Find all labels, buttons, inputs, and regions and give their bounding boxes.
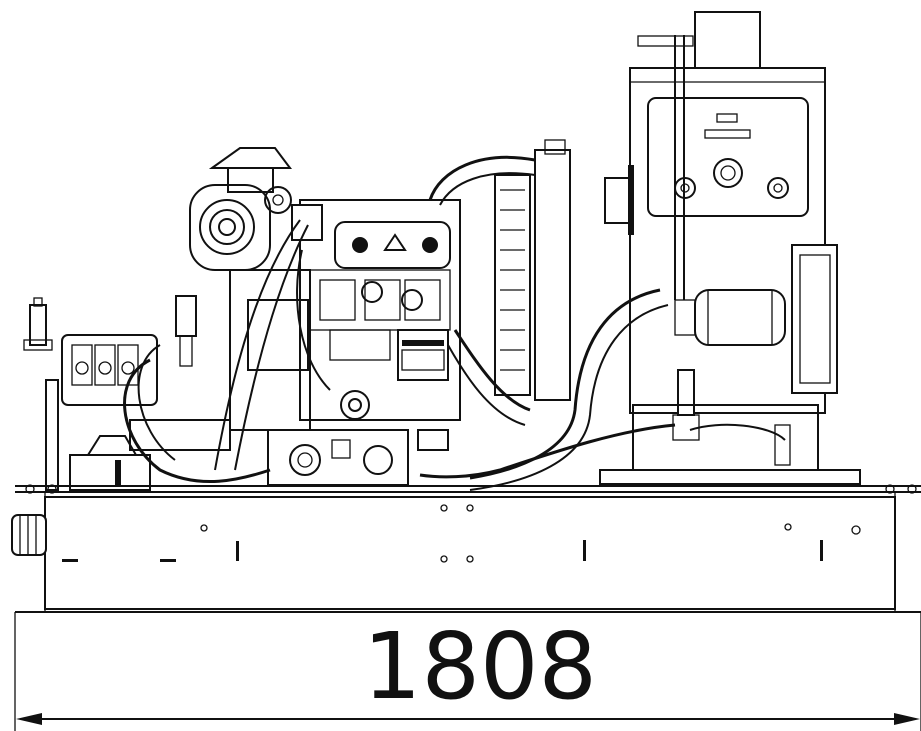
hoses (123, 288, 676, 491)
skid-base (11, 484, 921, 613)
radiator (428, 139, 571, 426)
gauge-block (267, 429, 449, 486)
dimension-line (14, 612, 921, 731)
engine (189, 147, 461, 471)
pump-assembly (23, 295, 231, 491)
dimension-label: 1808 (363, 613, 597, 720)
control-unit (599, 11, 861, 485)
